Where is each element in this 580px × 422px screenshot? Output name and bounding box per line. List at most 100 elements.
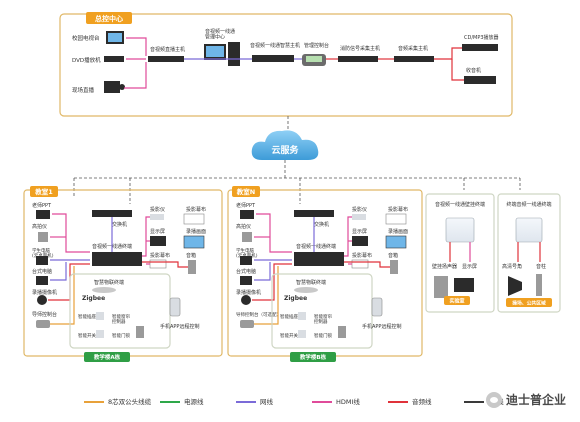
projection-screen-icon xyxy=(149,259,167,269)
document-camera-icon xyxy=(242,232,252,242)
device-label: 录播摄像机 xyxy=(32,289,57,296)
watermark-text: 迪士普企业 xyxy=(505,393,566,407)
lab-tag: 实验室 xyxy=(449,298,464,305)
legend-label: 电源线 xyxy=(184,397,204,406)
panel-item: 壁挂扬声器 xyxy=(432,263,457,270)
desktop-icon xyxy=(36,256,48,265)
legend: 8芯双公头线缆电源线网线HDMI线音频线SD线 xyxy=(84,397,504,406)
smart-terminal-label: 智慧物联终端 xyxy=(94,279,124,286)
wall-terminal-icon xyxy=(445,217,475,243)
control-center-tag: 总控中心 xyxy=(95,14,123,23)
horn-speaker-icon xyxy=(508,276,522,296)
display-icon xyxy=(352,236,368,246)
legend-label: 8芯双公头线缆 xyxy=(108,397,152,406)
device-label: 学生电脑(云桌面机) xyxy=(32,247,54,259)
column-speaker-icon xyxy=(536,274,542,296)
av-terminal-icon xyxy=(92,252,142,266)
smart-item-label: 智能开关 xyxy=(78,332,96,339)
wechat-icon xyxy=(485,391,502,408)
building-tag: 教学楼B栋 xyxy=(299,353,327,361)
iot-hub-icon xyxy=(92,287,116,293)
device-label: 导师控制台 xyxy=(32,311,57,318)
terminal-label: 音视频一线通终端 xyxy=(296,243,336,250)
legend-label: 网线 xyxy=(260,397,274,406)
device-label: 录播画面 xyxy=(186,228,206,235)
device-label: 音箱 xyxy=(186,252,196,259)
panel-item: 高清号角 xyxy=(502,263,522,270)
zigbee-label: Zigbee xyxy=(284,295,307,302)
audio-capture-host-icon xyxy=(394,56,434,62)
device-label: 台式电脑 xyxy=(236,268,256,275)
device-label: 台式电脑 xyxy=(32,268,52,275)
phone-icon xyxy=(169,297,181,317)
projector-icon xyxy=(150,214,164,220)
source-label: 校园电视台 xyxy=(72,34,100,42)
area-tag: 操场、公共区域 xyxy=(512,300,546,307)
legend-label: HDMI线 xyxy=(336,397,360,406)
dvd-player-icon xyxy=(104,56,124,62)
recording-camera-icon xyxy=(37,295,47,305)
smart-item-label: 智能插座 xyxy=(280,313,298,320)
projection-screen-icon xyxy=(351,259,369,269)
device-label: 收音机 xyxy=(466,67,481,74)
iot-hub-icon xyxy=(294,287,318,293)
switch-label: 交换机 xyxy=(314,221,329,228)
smart-item-label: 智能插座 xyxy=(78,313,96,320)
device-label: 音频采集主机 xyxy=(398,45,428,52)
smart-host-icon xyxy=(252,55,294,62)
smart-item-label: 智能门锁 xyxy=(112,332,130,339)
device-label: 音视频一线通智慧主机 xyxy=(250,42,300,49)
building-tag: 教学楼A栋 xyxy=(93,353,121,361)
device-label: 音视频一线通管理中心 xyxy=(205,28,235,41)
fire-signal-host-icon xyxy=(338,56,378,62)
audio-terminal-icon xyxy=(515,217,543,243)
panel-title: 音视频一线通壁挂终端 xyxy=(435,201,485,208)
network-switch-icon xyxy=(294,210,334,217)
device-label: 老师PPT xyxy=(236,202,256,209)
laptop-icon xyxy=(36,210,50,219)
panel-item: 显示屏 xyxy=(462,264,477,270)
radio-icon xyxy=(464,76,496,84)
cd-player-icon xyxy=(462,44,498,51)
smart-socket-icon xyxy=(298,312,306,320)
app-label: 手机APP远程控制 xyxy=(362,323,401,330)
device-label: 投影幕布 xyxy=(150,252,170,259)
device-label: 投影仪 xyxy=(150,206,165,213)
device-label: 音箱 xyxy=(388,252,398,259)
classroom-1: 教室1 老师PPT 高拍仪 学生电脑(云桌面机) 台式电脑 录播摄像机 导师控制… xyxy=(23,186,223,362)
projection-screen-icon xyxy=(183,213,205,225)
device-label: CD/MP3播放器 xyxy=(464,34,499,41)
smart-item-label: 智能门锁 xyxy=(314,332,332,339)
cloud-icon xyxy=(251,130,319,160)
recording-screen-icon xyxy=(385,235,407,249)
legend-label: 音频线 xyxy=(412,397,432,406)
control-center: 总控中心 校园电视台 DVD播放机 现场直播 音视频直播主机 音视频一线通管理中… xyxy=(59,12,513,117)
device-label: 学生电脑(云桌面机) xyxy=(236,247,258,259)
device-label: 录播摄像机 xyxy=(236,289,261,296)
panel-item: 音柱 xyxy=(536,263,546,270)
app-label: 手机APP远程控制 xyxy=(160,323,199,330)
device-label: 投影幕布 xyxy=(352,252,372,259)
device-label: 投影幕布 xyxy=(388,206,408,213)
wall-speaker-icon xyxy=(434,276,448,298)
smart-socket-icon xyxy=(96,312,104,320)
smart-lock-icon xyxy=(136,326,144,338)
classroom-tag: 教室1 xyxy=(34,187,53,196)
desktop-icon xyxy=(240,276,252,285)
switch-label: 交换机 xyxy=(112,221,127,228)
device-label: 老师PPT xyxy=(32,202,52,209)
zigbee-label: Zigbee xyxy=(82,295,105,302)
console-icon xyxy=(240,320,254,328)
device-label: 导师控制台（可选配） xyxy=(236,311,281,318)
device-label: 消防信号采集主机 xyxy=(340,45,380,52)
display-icon xyxy=(150,236,166,246)
server-tower-icon xyxy=(228,42,240,66)
device-label: 投影仪 xyxy=(352,206,367,213)
smart-item-label: 智能窗帘控制器 xyxy=(314,313,332,325)
recording-camera-icon xyxy=(241,295,251,305)
document-camera-icon xyxy=(38,232,48,242)
speaker-icon xyxy=(390,260,398,274)
smart-lock-icon xyxy=(338,326,346,338)
smart-switch-icon xyxy=(298,330,306,338)
desktop-icon xyxy=(36,276,48,285)
